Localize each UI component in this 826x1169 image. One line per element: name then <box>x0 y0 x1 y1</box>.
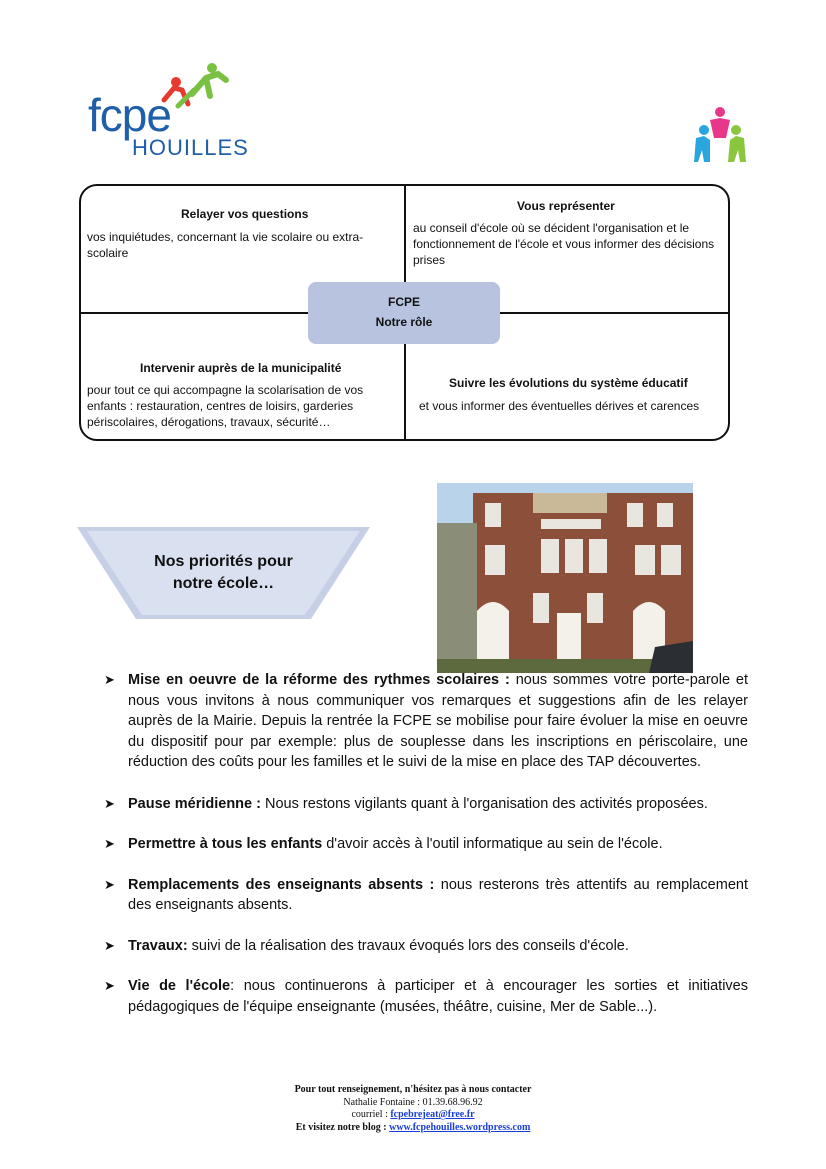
bullet-arrow-icon: ➤ <box>104 795 115 811</box>
priority-heading: Pause méridienne : <box>128 795 261 812</box>
roles-center-box: FCPE Notre rôle <box>308 282 500 344</box>
priority-item: ➤ Travaux: suivi de la réalisation des t… <box>104 936 748 957</box>
role-follow-text: et vous informer des éventuelles dérives… <box>419 399 700 413</box>
priority-text: : nous continuerons à participer et à en… <box>128 978 748 1015</box>
email-link[interactable]: fcpebrejeat@free.fr <box>390 1109 475 1120</box>
priority-heading: Travaux: <box>128 937 188 954</box>
priority-text: Nous restons vigilants quant à l'organis… <box>260 795 708 812</box>
roles-center-subtitle: Notre rôle <box>375 315 433 329</box>
role-relay-title: Relayer vos questions <box>181 207 309 221</box>
priority-heading: Remplacements des enseignants absents : <box>128 876 435 893</box>
footer-phone-line: Nathalie Fontaine : 01.39.68.96.92 <box>343 1096 483 1108</box>
blog-link[interactable]: www.fcpehouilles.wordpress.com <box>389 1121 531 1133</box>
banner-shape <box>77 527 370 619</box>
role-municipality-text: pour tout ce qui accompagne la scolarisa… <box>87 383 364 429</box>
priorities-banner-title: Nos priorités pour notre école… <box>77 551 370 595</box>
role-represent-text: au conseil d'école où se décident l'orga… <box>413 221 715 267</box>
footer-email-label: courriel : <box>351 1109 391 1120</box>
priority-item: ➤ Pause méridienne : Nous restons vigila… <box>104 794 748 815</box>
priority-heading: Permettre à tous les enfants <box>128 836 323 852</box>
contact-footer: Pour tout renseignement, n'hésitez pas à… <box>213 1084 613 1134</box>
footer-blog-label: Et visitez notre blog : <box>295 1121 390 1133</box>
bullet-arrow-icon: ➤ <box>104 937 115 953</box>
priority-text: d'avoir accès à l'outil informatique au … <box>322 836 663 852</box>
banner-line-2: notre école… <box>172 575 275 592</box>
fcpe-people-logo-icon <box>161 63 229 109</box>
school-building-photo <box>437 483 693 673</box>
footer-email-line: courriel : fcpebrejeat@free.fr <box>213 1109 613 1122</box>
priority-item: ➤ Permettre à tous les enfants d'avoir a… <box>104 834 748 855</box>
role-municipality-title: Intervenir auprès de la municipalité <box>140 361 342 375</box>
role-relay-text: vos inquiétudes, concernant la vie scola… <box>87 230 364 260</box>
bullet-arrow-icon: ➤ <box>104 672 115 687</box>
footer-contact-line: Pour tout renseignement, n'hésitez pas à… <box>294 1084 532 1095</box>
priority-heading: Mise en oeuvre de la réforme des rythmes… <box>128 672 510 688</box>
role-follow-title: Suivre les évolutions du système éducati… <box>449 376 688 390</box>
priority-text: nous resterons très attentifs au remplac… <box>128 876 748 914</box>
bullet-arrow-icon: ➤ <box>104 978 115 993</box>
children-family-icon <box>694 107 746 162</box>
roles-center-title: FCPE <box>387 295 420 309</box>
priority-item: ➤ Vie de l'école: nous continuerons à pa… <box>104 976 748 1017</box>
priority-item: ➤ Mise en oeuvre de la réforme des rythm… <box>104 670 748 773</box>
logo-city-text: HOUILLES <box>132 135 249 160</box>
priority-heading: Vie de l'école <box>128 978 231 994</box>
priorities-list: ➤ Mise en oeuvre de la réforme des rythm… <box>104 670 748 1037</box>
bullet-arrow-icon: ➤ <box>104 876 115 892</box>
fcpe-logo: fcpe HOUILLES <box>86 60 249 170</box>
logo-brand-text: fcpe <box>88 89 172 141</box>
priority-item: ➤ Remplacements des enseignants absents … <box>104 875 748 916</box>
bullet-arrow-icon: ➤ <box>104 836 115 851</box>
priorities-banner: Nos priorités pour notre école… <box>77 527 370 619</box>
banner-line-1: Nos priorités pour <box>154 553 293 570</box>
priority-text: nous sommes votre porte-parole et nous v… <box>128 672 748 770</box>
footer-blog-line: Et visitez notre blog : www.fcpehouilles… <box>213 1122 613 1135</box>
role-represent-title: Vous représenter <box>517 199 615 213</box>
priority-text: suivi de la réalisation des travaux évoq… <box>187 937 629 954</box>
